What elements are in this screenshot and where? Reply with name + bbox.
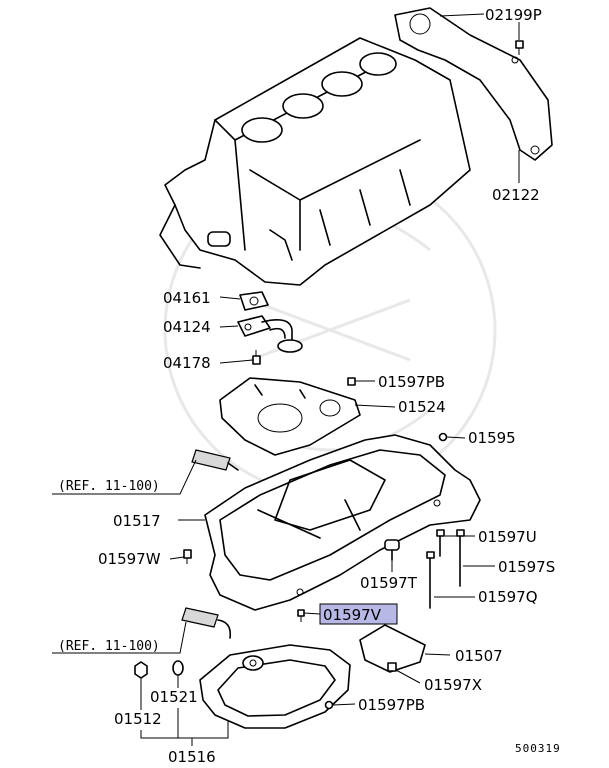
gasket-04161	[239, 291, 269, 311]
bolt-01597W	[183, 549, 192, 564]
label-01597X[interactable]: 01597X	[424, 676, 482, 694]
label-01595[interactable]: 01595	[468, 429, 516, 447]
bolt-01597S	[456, 529, 465, 587]
cover-plate-01507	[359, 624, 426, 673]
ref-gasket-top	[191, 449, 239, 471]
label-01597PB-bottom[interactable]: 01597PB	[358, 696, 425, 714]
ref-gasket-bottom	[181, 607, 232, 639]
bolt-01597Q	[426, 551, 435, 609]
lower-oil-pan	[199, 644, 351, 729]
stud-01597T	[384, 539, 400, 561]
bolt-01597PB-top	[347, 377, 356, 386]
ref-label-bottom[interactable]: (REF. 11-100)	[58, 639, 160, 654]
bolt-01597PB-bottom	[324, 700, 334, 710]
label-01597U[interactable]: 01597U	[478, 528, 537, 546]
label-01521[interactable]: 01521	[150, 688, 198, 706]
bolt-01597U	[436, 529, 445, 557]
label-01597S[interactable]: 01597S	[498, 558, 555, 576]
label-01516[interactable]: 01516	[168, 748, 216, 766]
label-02199P[interactable]: 02199P	[485, 6, 542, 24]
highlight-01597V	[319, 603, 398, 625]
leader-lines	[52, 13, 520, 746]
diagram-code: 500319	[515, 742, 561, 755]
bolt-01597V	[297, 609, 305, 622]
label-01512[interactable]: 01512	[114, 710, 162, 728]
drain-plug-01512	[134, 661, 148, 679]
gasket-01521	[172, 660, 184, 676]
label-04161[interactable]: 04161	[163, 289, 211, 307]
label-01507[interactable]: 01507	[455, 647, 503, 665]
bolt-02199P	[515, 40, 524, 55]
ref-label-top[interactable]: (REF. 11-100)	[58, 479, 160, 494]
oil-strainer-04124	[237, 315, 303, 353]
label-01597W[interactable]: 01597W	[98, 550, 161, 568]
baffle-plate-01524	[219, 377, 361, 456]
label-01597Q[interactable]: 01597Q	[478, 588, 538, 606]
label-01597PB-top[interactable]: 01597PB	[378, 373, 445, 391]
label-02122[interactable]: 02122	[492, 186, 540, 204]
label-01597T[interactable]: 01597T	[360, 574, 418, 592]
bolt-01597X	[387, 662, 397, 672]
rear-plate	[394, 7, 553, 161]
bolt-04178	[252, 350, 261, 365]
label-04124[interactable]: 04124	[163, 318, 211, 336]
engine-block	[159, 37, 471, 286]
upper-oil-pan-01517	[204, 434, 481, 611]
label-01524[interactable]: 01524	[398, 398, 446, 416]
label-01517[interactable]: 01517	[113, 512, 161, 530]
label-04178[interactable]: 04178	[163, 354, 211, 372]
plug-01595	[438, 432, 448, 442]
label-01597V[interactable]: 01597V	[323, 606, 382, 624]
